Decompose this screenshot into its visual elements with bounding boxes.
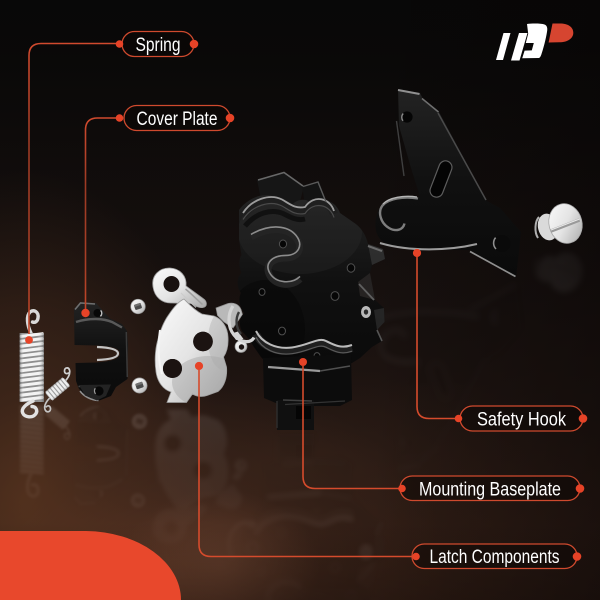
svg-text:Cover Plate: Cover Plate [137, 109, 218, 130]
svg-text:Safety Hook: Safety Hook [477, 409, 566, 430]
svg-text:Latch Components: Latch Components [430, 547, 560, 568]
svg-text:Spring: Spring [136, 35, 181, 56]
svg-text:Mounting Baseplate: Mounting Baseplate [419, 479, 561, 500]
